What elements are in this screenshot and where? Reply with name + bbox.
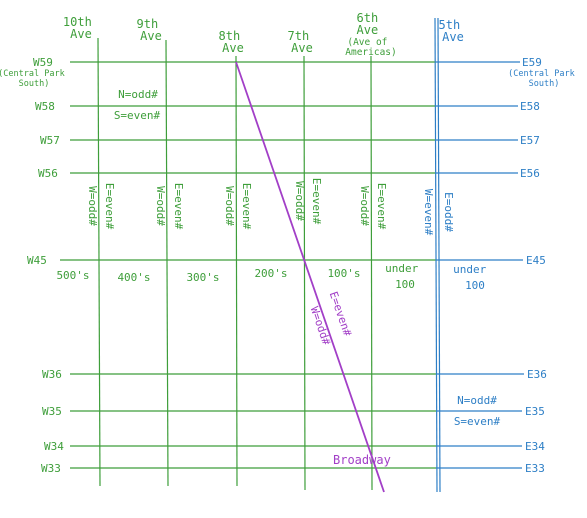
broadway-label: Broadway — [333, 453, 391, 467]
range-100s: 100's — [327, 267, 360, 280]
range-300s: 300's — [186, 271, 219, 284]
west-street-lines — [60, 61, 436, 469]
street-label-e57: E57 — [520, 134, 540, 147]
avenue-label-7th: 7th Ave — [288, 29, 317, 55]
broadway-rule-west: W=odd# — [308, 305, 333, 347]
west-ns-rule: N=odd# S=even# — [114, 88, 161, 122]
avenue-label-6th: 6th Ave (Ave of Americas) — [345, 11, 396, 58]
street-label-w33: W33 — [41, 462, 61, 475]
street-label-w45: W45 — [27, 254, 47, 267]
west-south-even-note: S=even# — [114, 109, 161, 122]
avenue-line-8th — [235, 55, 238, 487]
rule-5th-west: W=even# — [422, 189, 435, 236]
rule-6th-east: E=even# — [375, 183, 388, 230]
rule-9th-west: W=odd# — [154, 186, 167, 226]
street-label-w34: W34 — [44, 440, 64, 453]
avenue-side-rules: W=odd# E=even# W=odd# E=even# W=odd# E=e… — [86, 178, 388, 230]
west-north-odd-note: N=odd# — [118, 88, 158, 101]
avenue-label-10th: 10th Ave — [63, 15, 99, 41]
rule-8th-west: W=odd# — [223, 186, 236, 226]
street-label-e45: E45 — [526, 254, 546, 267]
street-label-e35: E35 — [525, 405, 545, 418]
street-note-e59: (Central Park South) — [508, 69, 580, 89]
range-under-100-west: under 100 — [385, 262, 425, 291]
broadway-rule-east: E=even# — [327, 290, 355, 338]
fifth-avenue-side-rules: W=even# E=odd# — [422, 189, 455, 236]
avenue-line-10th — [97, 37, 101, 487]
avenue-line-7th — [303, 55, 306, 491]
street-label-e36: E36 — [527, 368, 547, 381]
street-label-e56: E56 — [520, 167, 540, 180]
west-avenue-labels: 10th Ave 9th Ave 8th Ave 7th Ave 6th Ave… — [63, 11, 397, 58]
rule-8th-east: E=even# — [240, 183, 253, 230]
avenue-label-8th: 8th Ave — [219, 29, 248, 55]
street-label-e58: E58 — [520, 100, 540, 113]
fifth-avenue — [434, 17, 441, 493]
rule-10th-east: E=even# — [103, 183, 116, 230]
west-address-ranges: 500's 400's 300's 200's 100's under 100 — [56, 262, 425, 291]
range-200s: 200's — [254, 267, 287, 280]
avenue-line-5th-b — [437, 17, 441, 493]
rule-6th-west: W=odd# — [358, 186, 371, 226]
street-label-e33: E33 — [525, 462, 545, 475]
street-label-w57: W57 — [40, 134, 60, 147]
street-label-e59: E59 — [522, 56, 542, 69]
broadway-line — [235, 61, 385, 493]
east-north-odd-note: N=odd# — [457, 394, 497, 407]
east-south-even-note: S=even# — [454, 415, 501, 428]
avenue-line-6th — [370, 55, 373, 491]
east-ns-rule: N=odd# S=even# — [454, 394, 501, 428]
street-label-w56: W56 — [38, 167, 58, 180]
avenue-label-5th: 5th Ave — [439, 18, 468, 44]
range-400s: 400's — [117, 271, 150, 284]
east-street-lines — [436, 61, 524, 469]
avenue-lines — [97, 37, 373, 491]
street-note-w59: (Central Park South) — [0, 69, 70, 89]
range-500s: 500's — [56, 269, 89, 282]
street-label-w36: W36 — [42, 368, 62, 381]
avenue-label-9th: 9th Ave — [137, 17, 166, 43]
street-label-w58: W58 — [35, 100, 55, 113]
street-label-w59: W59 — [33, 56, 53, 69]
east-street-labels: E59 (Central Park South) E58 E57 E56 E45… — [508, 56, 580, 475]
rule-10th-west: W=odd# — [86, 186, 99, 226]
rule-7th-west: W=odd# — [293, 181, 306, 221]
rule-7th-east: E=even# — [310, 178, 323, 225]
avenue-line-5th-a — [434, 17, 438, 493]
rule-9th-east: E=even# — [172, 183, 185, 230]
west-street-labels: W59 (Central Park South) W58 W57 W56 W45… — [0, 56, 70, 475]
broadway-labels: E=even# W=odd# Broadway — [308, 290, 391, 467]
street-label-w35: W35 — [42, 405, 62, 418]
street-label-e34: E34 — [525, 440, 545, 453]
avenue-line-9th — [165, 39, 169, 487]
rule-5th-east: E=odd# — [442, 192, 455, 232]
range-under-100-east: under 100 — [453, 263, 493, 292]
